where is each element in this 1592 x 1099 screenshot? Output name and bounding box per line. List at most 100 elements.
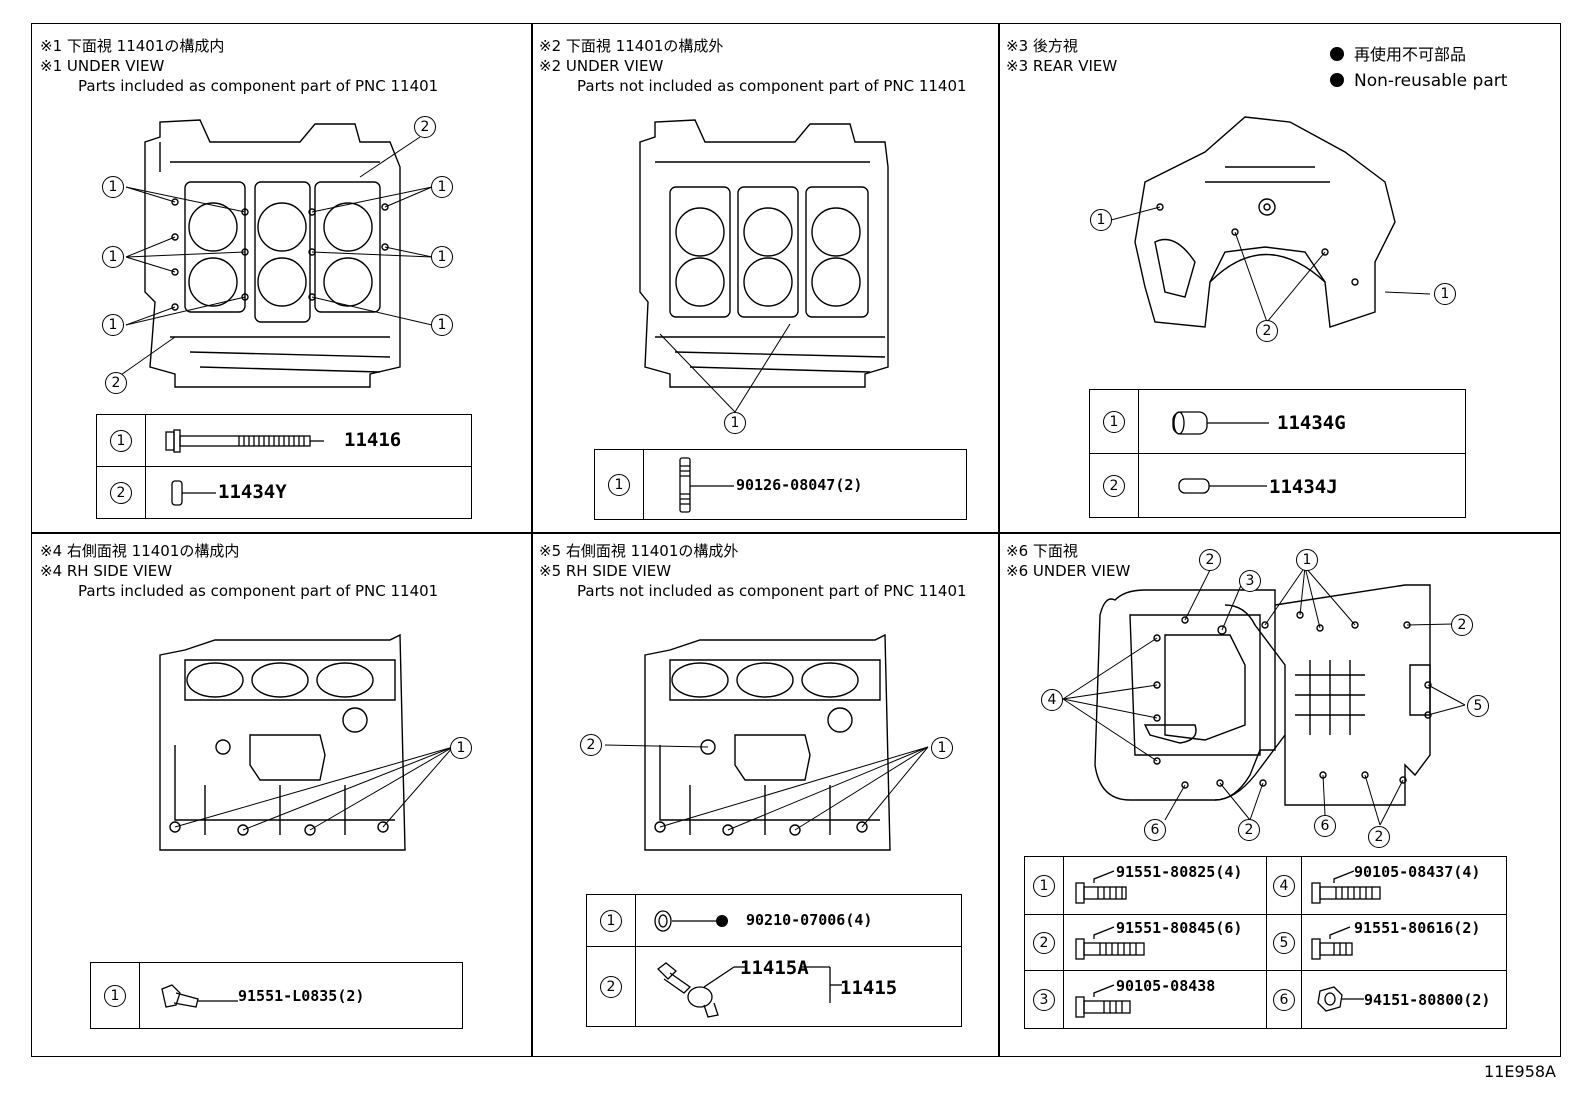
panel-subtitle: Parts not included as component part of … (577, 77, 967, 95)
panel-title-jp: ※6 下面視 (1006, 542, 1078, 560)
non-reusable-dot-icon (1330, 47, 1344, 61)
flange-bolt-icon (1075, 870, 1127, 904)
parts-table: 1 11416 2 11434Y (96, 414, 472, 519)
callout-2: 2 (1238, 819, 1260, 841)
grid-divider (531, 23, 533, 1057)
parts-table: 1 90210-07006(4) 2 11415A 11415 (586, 894, 962, 1027)
knock-pin-icon (1172, 411, 1269, 435)
flange-bolt-icon (1311, 926, 1353, 960)
engine-block-rh-side-view-drawing (159, 633, 454, 851)
parts-table: 1 90126-08047(2) (594, 449, 967, 520)
hex-bolt-icon (1311, 870, 1381, 904)
straight-pin-icon (1178, 478, 1267, 494)
callout-1: 1 (1090, 209, 1112, 231)
part-number: 91551-80845(6) (1116, 919, 1243, 937)
row-number: 1 (608, 473, 630, 496)
part-number: 91551-80616(2) (1354, 919, 1481, 937)
row-number: 2 (1103, 474, 1125, 497)
hex-bolt-icon (1075, 984, 1131, 1018)
panel-title-en: ※2 UNDER VIEW (539, 57, 664, 75)
engine-block-rh-side-view-drawing (604, 633, 929, 851)
panel-title-jp: ※4 右側面視 11401の構成内 (40, 542, 240, 560)
engine-block-rear-view-drawing (1110, 116, 1431, 328)
part-number: 94151-80800(2) (1364, 991, 1491, 1009)
panel-title-en: ※6 UNDER VIEW (1006, 562, 1131, 580)
panel-subtitle: Parts not included as component part of … (577, 582, 967, 600)
dowel-pin-icon (171, 480, 216, 506)
parts-table: 1 91551-L0835(2) (90, 962, 463, 1029)
parts-table: 1 11434G 2 11434J (1089, 389, 1466, 518)
callout-1: 1 (1296, 549, 1318, 571)
callout-1: 1 (931, 737, 953, 759)
callout-2: 2 (1451, 614, 1473, 636)
part-number: 90105-08437(4) (1354, 863, 1481, 881)
panel-title-jp: ※5 右側面視 11401の構成外 (539, 542, 739, 560)
callout-4: 4 (1041, 689, 1063, 711)
panel-1-header: ※1 下面視 11401の構成内 ※1 UNDER VIEW Parts inc… (40, 36, 438, 96)
callout-2: 2 (580, 734, 602, 756)
callout-1: 1 (431, 176, 453, 198)
callout-2: 2 (1368, 826, 1390, 848)
row-number: 2 (110, 481, 132, 504)
row-number: 6 (1273, 988, 1295, 1011)
callout-1: 1 (724, 412, 746, 434)
part-number: 91551-L0835(2) (238, 987, 365, 1005)
row-number: 3 (1033, 988, 1055, 1011)
parent-part-number: 11415 (840, 977, 898, 999)
callout-3: 3 (1239, 570, 1261, 592)
row-number: 5 (1273, 931, 1295, 954)
row-number: 2 (1033, 931, 1055, 954)
callout-1: 1 (1434, 283, 1456, 305)
part-number: 11416 (344, 429, 402, 451)
flange-bolt-icon (1075, 926, 1145, 960)
callout-1: 1 (102, 246, 124, 268)
part-number: 91551-80825(4) (1116, 863, 1243, 881)
panel-title-en: ※4 RH SIDE VIEW (40, 562, 173, 580)
parts-table-6: 1 91551-80825(4) 4 90105-08437(4) 2 9155… (1024, 856, 1507, 1029)
row-number: 1 (1033, 874, 1055, 897)
row-number: 1 (600, 909, 622, 932)
callout-1: 1 (431, 314, 453, 336)
row-number: 1 (104, 984, 126, 1007)
stud-bolt-icon (679, 457, 734, 513)
engine-block-under-view-drawing (117, 119, 433, 388)
part-number: 11434G (1277, 412, 1346, 434)
callout-1: 1 (102, 314, 124, 336)
panel-title-jp: ※3 後方視 (1006, 37, 1078, 55)
callout-1: 1 (431, 246, 453, 268)
part-number: 90210-07006(4) (746, 911, 873, 929)
callout-2: 2 (105, 372, 127, 394)
part-number: 90105-08438 (1116, 977, 1216, 995)
non-reusable-dot-icon (1330, 73, 1344, 87)
hex-nut-icon (1317, 986, 1364, 1012)
flange-bolt-icon (165, 429, 324, 453)
callout-1: 1 (102, 176, 124, 198)
panel-title-en: ※5 RH SIDE VIEW (539, 562, 672, 580)
panel-4-header: ※4 右側面視 11401の構成内 ※4 RH SIDE VIEW Parts … (40, 541, 438, 601)
panel-subtitle: Parts included as component part of PNC … (78, 582, 439, 600)
row-number: 4 (1273, 874, 1295, 897)
part-number: 11434Y (218, 481, 287, 503)
grid-divider (31, 532, 1561, 534)
callout-2: 2 (1256, 320, 1278, 342)
legend: 再使用不可部品 Non-reusable part (1330, 42, 1507, 94)
callout-2: 2 (1199, 549, 1221, 571)
callout-1: 1 (450, 737, 472, 759)
part-number: 11434J (1269, 476, 1338, 498)
diagram-frame (31, 23, 1561, 1057)
callout-5: 5 (1467, 695, 1489, 717)
panel-title-jp: ※2 下面視 11401の構成外 (539, 37, 724, 55)
grid-divider (998, 23, 1000, 1057)
panel-title-en: ※3 REAR VIEW (1006, 57, 1118, 75)
panel-title-en: ※1 UNDER VIEW (40, 57, 165, 75)
panel-subtitle: Parts included as component part of PNC … (78, 77, 439, 95)
row-number: 2 (600, 975, 622, 998)
part-number: 90126-08047(2) (736, 476, 863, 494)
flange-bolt-icon (161, 984, 238, 1008)
callout-2: 2 (414, 116, 436, 138)
figure-id: 11E958A (1484, 1062, 1556, 1081)
engine-block-under-view-drawing (639, 119, 889, 413)
callout-6: 6 (1314, 815, 1336, 837)
legend-en: Non-reusable part (1354, 71, 1508, 91)
panel-5-header: ※5 右側面視 11401の構成外 ※5 RH SIDE VIEW Parts … (539, 541, 967, 601)
